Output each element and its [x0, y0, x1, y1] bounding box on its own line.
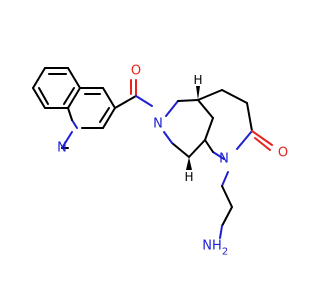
atom-labels: N N N O O NH 2 H H — [57, 64, 288, 258]
amine-nh-label: NH — [202, 239, 222, 254]
quinoline-pyridine-ring — [61, 87, 116, 149]
wedge-bottom — [186, 157, 192, 170]
lactam-ring — [197, 89, 273, 160]
amine-subscript-label: 2 — [222, 247, 228, 258]
lactam-nitrogen-label: N — [219, 152, 229, 167]
stereo-h-bottom-label: H — [184, 170, 193, 184]
stereo-h-top-label: H — [193, 73, 202, 87]
stereo-wedges — [186, 86, 200, 170]
amide-carbonyl — [114, 79, 153, 109]
piperidine-nitrogen-label: N — [153, 117, 163, 132]
ketone-oxygen-label: O — [278, 146, 288, 161]
amide-oxygen-label: O — [131, 64, 141, 79]
wedge-top — [196, 86, 200, 100]
piperidine-ring-upper — [163, 99, 214, 158]
quinoline-benzo-ring — [32, 67, 81, 109]
molecule-structure-diagram: N N N O O NH 2 H H — [32, 64, 288, 258]
quinoline-nitrogen-label: N — [57, 141, 67, 156]
aminoethyl-chain — [219, 171, 233, 239]
